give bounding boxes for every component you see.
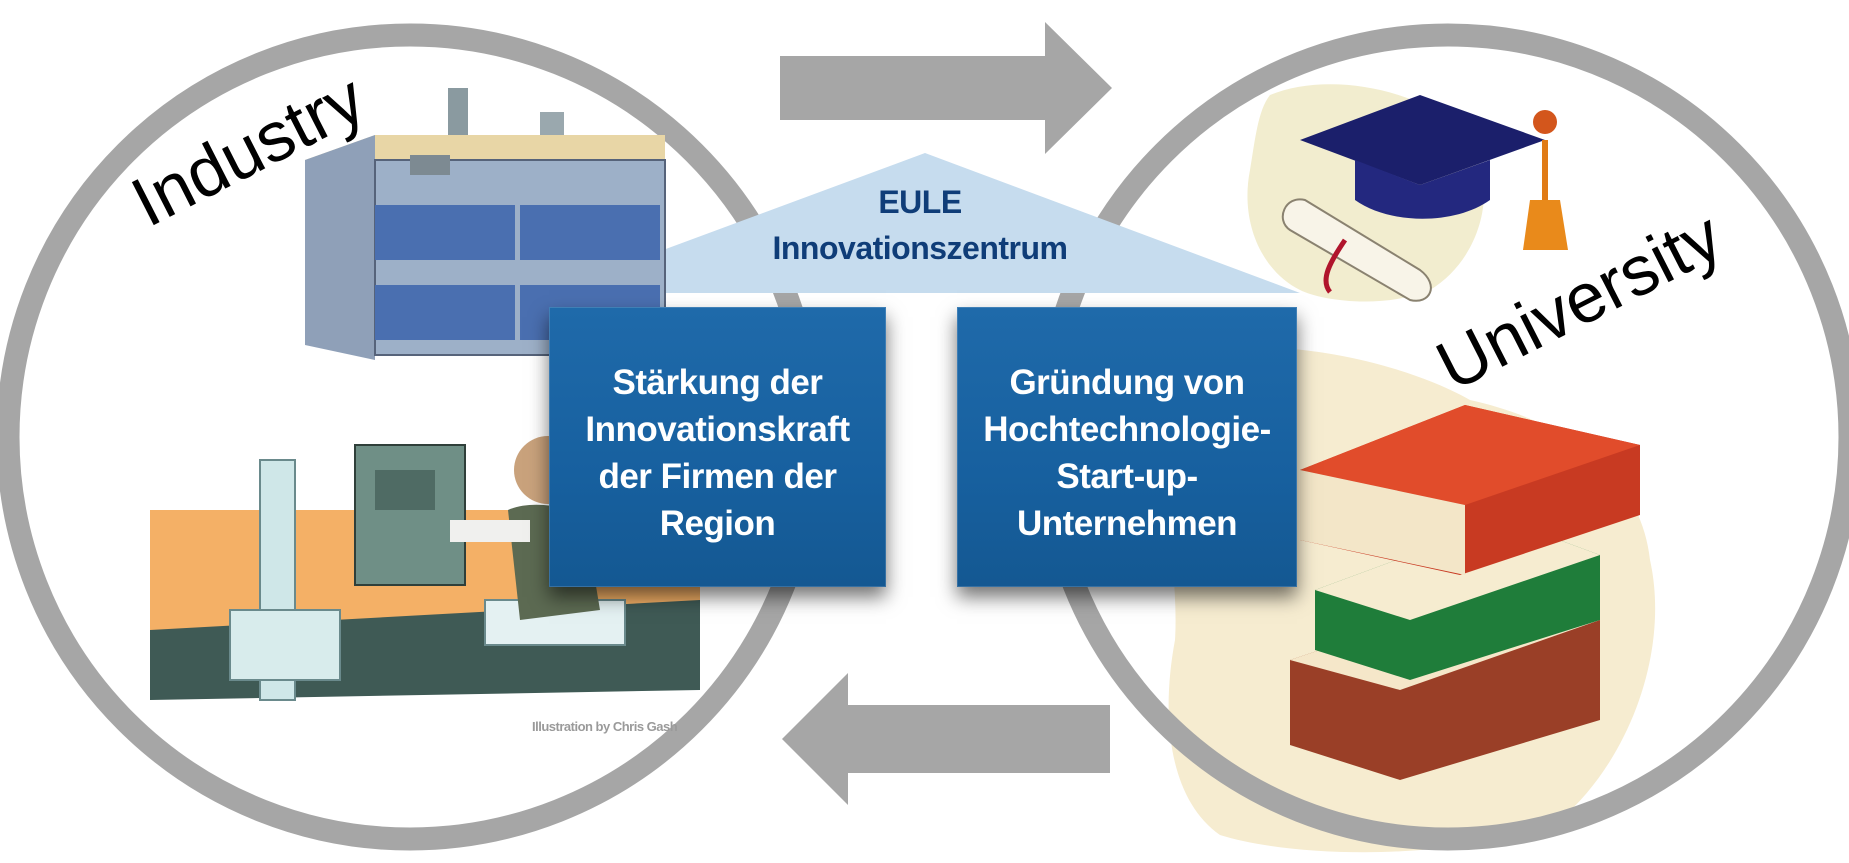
left-box-text: Stärkung der Innovationskraft der Firmen…	[585, 363, 850, 543]
university-label: University	[1424, 196, 1733, 405]
arrow-right	[780, 22, 1112, 154]
left-box: Stärkung der Innovationskraft der Firmen…	[549, 307, 886, 587]
roof-subtitle: Innovationszentrum	[772, 230, 1068, 266]
illustration-credit: Illustration by Chris Gash	[532, 719, 678, 734]
diploma-scroll-icon	[1281, 198, 1432, 302]
arrow-left	[782, 673, 1110, 805]
university-label-text: University	[1424, 196, 1733, 405]
industry-label: Industry	[119, 59, 376, 242]
roof-title: EULE	[878, 184, 962, 220]
right-box: Gründung von Hochtechnologie- Start-up- …	[957, 307, 1297, 587]
right-box-text: Gründung von Hochtechnologie- Start-up- …	[983, 363, 1271, 543]
book-stack-icon	[1290, 405, 1640, 780]
graduation-cap-icon	[1300, 95, 1568, 250]
industry-label-text: Industry	[119, 59, 376, 242]
